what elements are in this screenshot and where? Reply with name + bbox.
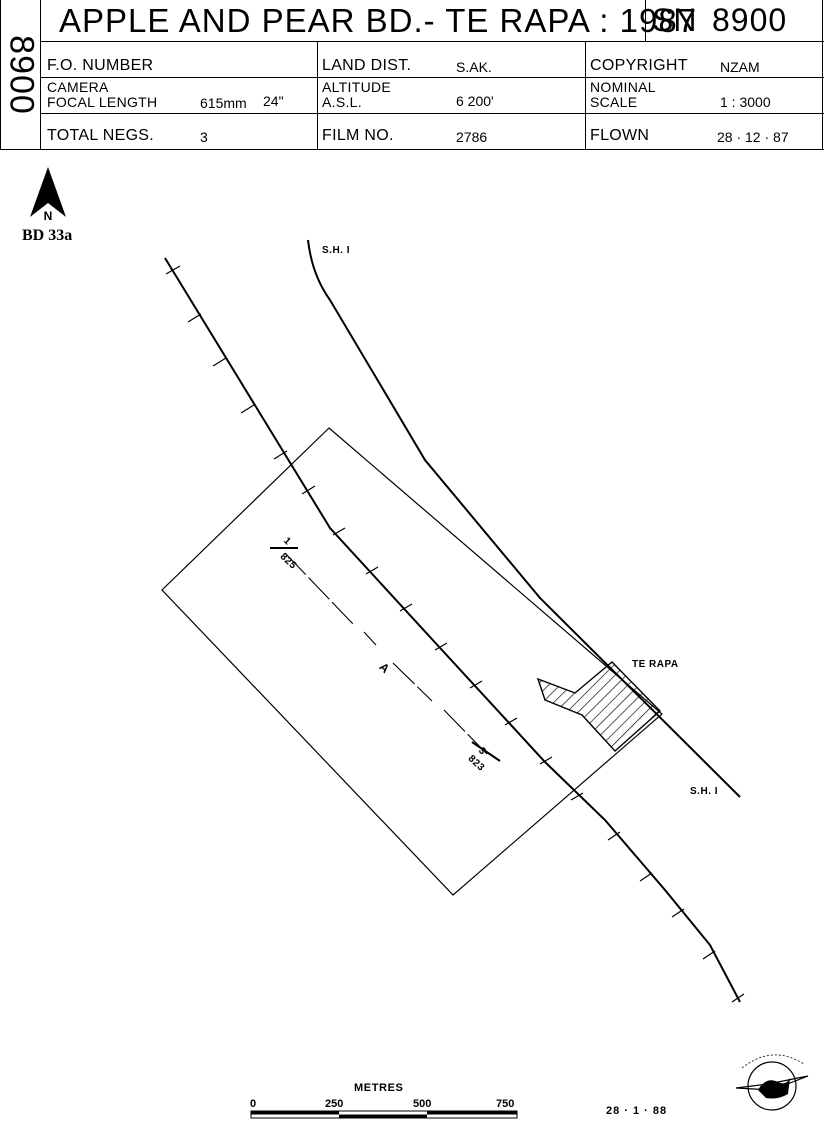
railway-line bbox=[164, 257, 741, 1003]
fo-number-label: F.O. NUMBER bbox=[47, 57, 154, 74]
focal-length-label: FOCAL LENGTH bbox=[47, 94, 158, 110]
sn-box: SN 8900 bbox=[645, 0, 824, 42]
header-block: 8900 APPLE AND PEAR BD.- TE RAPA : 1987 … bbox=[0, 0, 824, 150]
altitude-label: ALTITUDE bbox=[322, 79, 392, 95]
film-no-label: FILM NO. bbox=[322, 127, 394, 144]
photo-coverage-block bbox=[161, 427, 663, 896]
asl-label: A.S.L. bbox=[322, 94, 362, 110]
copyright-value: NZAM bbox=[720, 59, 760, 75]
copyright-label: COPYRIGHT bbox=[590, 57, 688, 74]
film-no-value: 2786 bbox=[456, 129, 488, 145]
nominal-label: NOMINAL bbox=[590, 79, 656, 95]
sheet-title: APPLE AND PEAR BD.- TE RAPA : 1987 bbox=[59, 2, 698, 39]
road-label-bottom: S.H. I bbox=[690, 786, 719, 797]
total-negs-value: 3 bbox=[200, 129, 208, 145]
altitude-value: 6 200' bbox=[456, 93, 494, 109]
title-row: APPLE AND PEAR BD.- TE RAPA : 1987 SN 89… bbox=[41, 0, 824, 42]
north-letter: N bbox=[44, 209, 53, 223]
state-highway-1 bbox=[307, 239, 741, 798]
camera-label: CAMERA bbox=[47, 79, 109, 95]
scale-tick-750: 750 bbox=[496, 1098, 515, 1110]
land-dist-value: S.AK. bbox=[456, 59, 492, 75]
scale-value: 1 : 3000 bbox=[720, 94, 771, 110]
issue-date: 28 · 1 · 88 bbox=[606, 1105, 668, 1117]
column-divider bbox=[585, 42, 586, 150]
side-serial-box: 8900 bbox=[1, 0, 41, 150]
side-serial-number: 8900 bbox=[2, 35, 40, 115]
flight-run-a bbox=[270, 547, 501, 762]
land-dist-label: LAND DIST. bbox=[322, 57, 412, 74]
sn-prefix: SN bbox=[652, 2, 697, 38]
flown-value: 28 · 12 · 87 bbox=[717, 129, 789, 145]
scale-bar bbox=[250, 1110, 518, 1119]
scale-title: METRES bbox=[354, 1082, 404, 1094]
te-rapa-site-hatched bbox=[536, 661, 662, 752]
place-label: TE RAPA bbox=[632, 659, 679, 670]
focal-length-inches: 24" bbox=[263, 93, 284, 109]
scale-tick-500: 500 bbox=[413, 1098, 432, 1110]
focal-length-mm: 615mm bbox=[200, 95, 247, 111]
map-canvas bbox=[161, 239, 745, 1003]
total-negs-label: TOTAL NEGS. bbox=[47, 127, 155, 144]
nz-aerial-mapping-logo-icon bbox=[735, 1054, 809, 1111]
railway-ticks bbox=[165, 265, 745, 1003]
north-arrow-icon: N bbox=[30, 167, 66, 223]
flown-label: FLOWN bbox=[590, 127, 650, 144]
road-label-top: S.H. I bbox=[322, 245, 351, 256]
sn-number: 8900 bbox=[712, 2, 788, 38]
column-divider bbox=[317, 42, 318, 150]
scale-tick-0: 0 bbox=[250, 1098, 257, 1110]
header-row-2 bbox=[41, 78, 824, 114]
header-row-1 bbox=[41, 42, 824, 78]
scale-tick-250: 250 bbox=[325, 1098, 344, 1110]
index-code: BD 33a bbox=[22, 227, 73, 244]
header-row-3 bbox=[41, 114, 824, 150]
scale-label: SCALE bbox=[590, 94, 638, 110]
